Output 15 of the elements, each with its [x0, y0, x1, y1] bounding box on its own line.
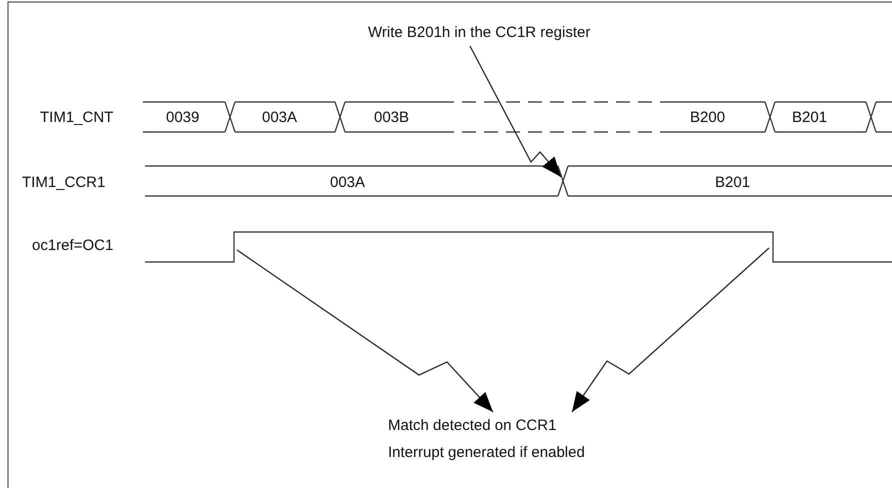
leader-arrow	[236, 250, 494, 412]
signal-name: TIM1_CNT	[40, 109, 114, 127]
signal-name: TIM1_CCR1	[22, 174, 106, 192]
leader-arrow	[572, 248, 770, 412]
leader-arrow	[469, 46, 562, 178]
signal-name: oc1ref=OC1	[32, 237, 114, 255]
annotation-text: Match detected on CCR1 Interrupt generated if enabled	[388, 412, 678, 466]
bus-value: B200	[690, 109, 726, 127]
bus-value: B201	[715, 174, 750, 192]
annotation-text: Write B201h in the CC1R register	[368, 19, 668, 46]
bus-value: 003A	[330, 174, 366, 192]
bus-value: 0039	[166, 109, 200, 127]
bus-value: B201	[792, 109, 828, 127]
bus-value: 003A	[262, 109, 298, 127]
bus-value: 003B	[374, 109, 410, 127]
